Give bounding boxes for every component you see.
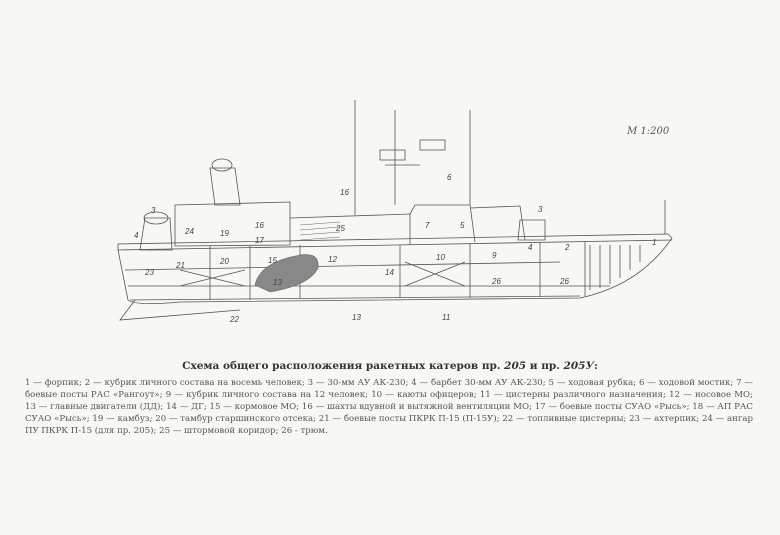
label-16-mid: 16: [340, 188, 349, 197]
scale-label: M 1:200: [627, 126, 670, 137]
label-3-aft: 3: [151, 206, 156, 215]
label-23: 23: [144, 268, 154, 277]
label-6: 6: [447, 173, 452, 182]
label-4-fore: 4: [528, 243, 533, 252]
label-3-fore: 3: [538, 205, 543, 214]
label-4-aft: 4: [134, 231, 139, 240]
label-24: 24: [184, 227, 194, 236]
ship-diagram: 1 2 3 3 4 4 5 6 7 9 10 11 12 13 13 14 15…: [117, 100, 673, 324]
hull-outline: [117, 233, 673, 304]
label-9: 9: [492, 251, 497, 260]
label-13-bottom: 13: [352, 313, 361, 322]
label-12: 12: [328, 255, 337, 264]
label-26-fore: 26: [559, 277, 569, 286]
label-25: 25: [335, 224, 345, 233]
aft-turret: [139, 217, 173, 251]
legend-caption: 1 — форпик; 2 — кубрик личного состава н…: [25, 378, 753, 436]
fore-turret: [517, 219, 546, 241]
label-22: 22: [229, 315, 239, 324]
label-15: 15: [268, 256, 277, 265]
label-5: 5: [460, 221, 465, 230]
label-10: 10: [436, 253, 445, 262]
label-13-engine: 13: [273, 278, 282, 287]
label-2: 2: [564, 243, 570, 252]
label-16-aft: 16: [255, 221, 264, 230]
label-1: 1: [652, 238, 656, 247]
label-14: 14: [385, 268, 394, 277]
label-20: 20: [219, 257, 229, 266]
label-17: 17: [255, 236, 264, 245]
label-19: 19: [220, 229, 229, 238]
label-11: 11: [442, 313, 450, 322]
label-21: 21: [175, 261, 185, 270]
label-26-mid: 26: [491, 277, 501, 286]
main-engine: [254, 254, 319, 293]
superstructure: [174, 201, 291, 247]
label-7: 7: [425, 221, 430, 230]
diagram-title: Схема общего расположения ракетных катер…: [182, 360, 598, 372]
